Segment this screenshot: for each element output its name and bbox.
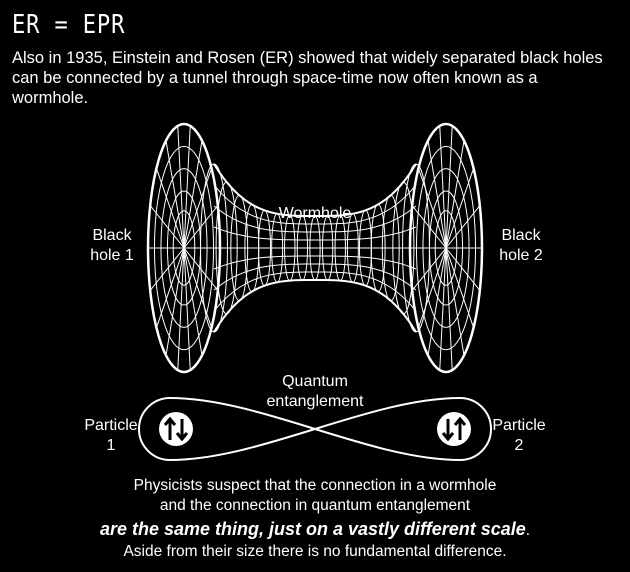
entanglement-line2: entanglement <box>266 393 364 410</box>
caption: Physicists suspect that the connection i… <box>0 476 630 562</box>
wormhole-mesh <box>146 122 484 374</box>
entanglement-line1: Quantum <box>282 373 348 390</box>
particle-2-line2: 2 <box>514 437 524 454</box>
black-hole-1-line2: hole 1 <box>90 247 134 264</box>
wormhole-label-text: Wormhole <box>278 205 352 222</box>
caption-line-4: Aside from their size there is no fundam… <box>123 543 507 560</box>
particle-2-icon <box>437 412 471 446</box>
caption-line-2: and the connection in quantum entangleme… <box>159 497 471 514</box>
caption-emphasis: are the same thing, just on a vastly dif… <box>0 518 630 542</box>
caption-line-1: Physicists suspect that the connection i… <box>133 477 497 494</box>
particle-2-line1: Particle <box>492 417 546 434</box>
particle-1-icon <box>159 412 193 446</box>
entanglement-loop <box>138 397 492 461</box>
wormhole-label: Wormhole <box>262 204 368 224</box>
black-hole-1-line1: Black <box>92 227 132 244</box>
caption-emphasis-text: are the same thing, just on a vastly dif… <box>99 519 526 539</box>
intro-text: Also in 1935, Einstein and Rosen (ER) sh… <box>12 49 603 107</box>
caption-emphasis-end: . <box>525 522 531 539</box>
black-hole-2-line1: Black <box>501 227 541 244</box>
black-hole-2-line2: hole 2 <box>499 247 543 264</box>
black-hole-1-label: Black hole 1 <box>80 226 144 266</box>
page-title: ER = EPR <box>12 10 126 40</box>
particle-1-line2: 1 <box>106 437 116 454</box>
particle-1-line1: Particle <box>84 417 138 434</box>
black-hole-2-label: Black hole 2 <box>488 226 554 266</box>
particle-2-label: Particle 2 <box>486 416 552 456</box>
entanglement-label: Quantum entanglement <box>245 372 385 412</box>
particle-1-label: Particle 1 <box>78 416 144 456</box>
